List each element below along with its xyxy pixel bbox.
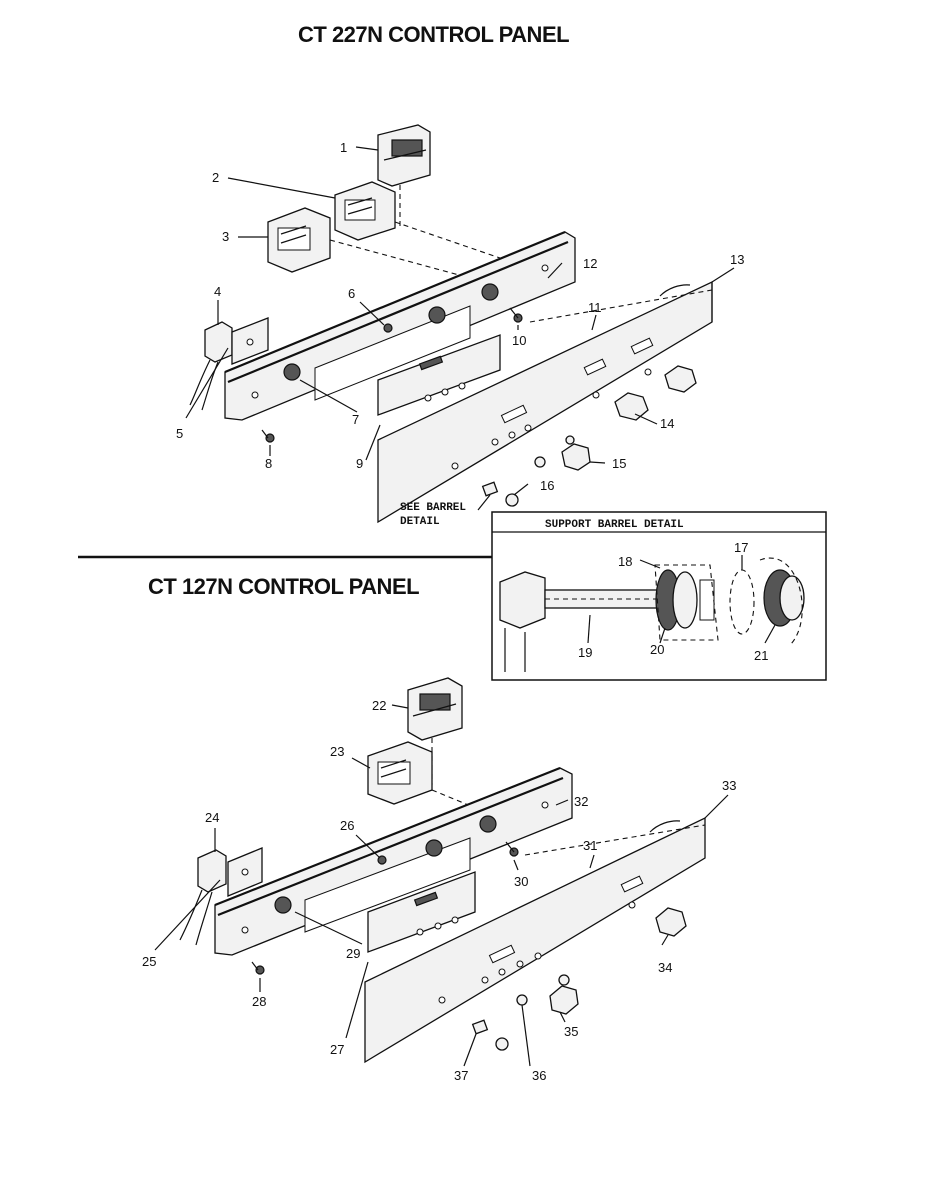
screw-part-8 (261, 429, 275, 443)
knob-part-34 (655, 907, 687, 937)
barrel-part-16 (481, 481, 519, 507)
part-number-labels: 1 2 3 4 5 6 7 8 9 10 11 12 13 14 15 16 1… (142, 140, 768, 1083)
screw-part-28 (251, 961, 265, 975)
diagram-title-ct227n: CT 227N CONTROL PANEL (298, 22, 570, 47)
timer-part-1 (377, 124, 431, 187)
timer-part-22 (407, 677, 463, 741)
label-part-16: 16 (540, 478, 554, 493)
switch-part-23 (367, 741, 433, 805)
leader-lines-bottom (154, 704, 729, 1067)
barrel-part-37 (471, 1019, 489, 1035)
label-part-28: 28 (252, 994, 266, 1009)
label-part-22: 22 (372, 698, 386, 713)
label-part-21: 21 (754, 648, 768, 663)
label-part-1: 1 (340, 140, 347, 155)
label-part-24: 24 (205, 810, 219, 825)
control-bracket-part-12 (224, 230, 576, 421)
support-barrel-detail-header: SUPPORT BARREL DETAIL (545, 519, 684, 531)
label-part-19: 19 (578, 645, 592, 660)
label-part-9: 9 (356, 456, 363, 471)
label-part-33: 33 (722, 778, 736, 793)
label-part-2: 2 (212, 170, 219, 185)
label-part-13: 13 (730, 252, 744, 267)
label-part-27: 27 (330, 1042, 344, 1057)
label-part-5: 5 (176, 426, 183, 441)
front-panel-part-11 (377, 280, 713, 524)
knob-part-21 (759, 557, 805, 646)
label-part-18: 18 (618, 554, 632, 569)
label-part-10: 10 (512, 333, 526, 348)
switch-part-2 (334, 181, 396, 241)
label-part-12: 12 (583, 256, 597, 271)
barrel-part-20 (655, 569, 715, 631)
support-barrel-detail-box: SUPPORT BARREL DETAIL (491, 511, 827, 681)
label-part-37: 37 (454, 1068, 468, 1083)
label-part-17: 17 (734, 540, 748, 555)
see-barrel-note-line2: DETAIL (400, 516, 440, 528)
nut-part-36 (495, 994, 528, 1051)
screw-part-10 (509, 307, 523, 323)
label-part-26: 26 (340, 818, 354, 833)
label-part-7: 7 (352, 412, 359, 427)
ct127n-assembly (154, 677, 729, 1067)
mounting-plate-part-24b (227, 847, 263, 897)
label-part-14: 14 (660, 416, 674, 431)
label-part-31: 31 (583, 838, 597, 853)
label-part-8: 8 (265, 456, 272, 471)
overlay-part-9 (377, 334, 501, 416)
label-part-15: 15 (612, 456, 626, 471)
label-part-34: 34 (658, 960, 672, 975)
ct227n-assembly: SEE BARREL DETAIL (185, 124, 735, 528)
knob-part-35 (549, 974, 579, 1015)
label-part-20: 20 (650, 642, 664, 657)
label-part-23: 23 (330, 744, 344, 759)
overlay-part-29 (367, 871, 476, 953)
label-part-36: 36 (532, 1068, 546, 1083)
bracket-end-detail (499, 571, 546, 672)
label-part-32: 32 (574, 794, 588, 809)
leader-lines-top (185, 146, 735, 496)
control-bracket-part-32 (214, 766, 573, 956)
label-part-35: 35 (564, 1024, 578, 1039)
label-part-11: 11 (588, 300, 602, 315)
switch-part-3 (267, 207, 331, 273)
label-part-30: 30 (514, 874, 528, 889)
see-barrel-note-line1: SEE BARREL (400, 502, 466, 514)
shaft-part-19 (544, 589, 661, 609)
label-part-6: 6 (348, 286, 355, 301)
barrel-outline-part-18 (654, 564, 719, 641)
label-part-3: 3 (222, 229, 229, 244)
mounting-plate-part-5 (231, 317, 269, 365)
diagram-title-ct127n: CT 127N CONTROL PANEL (148, 574, 420, 599)
label-part-4: 4 (214, 284, 221, 299)
screw-part-30 (505, 841, 519, 857)
knob-part-14 (614, 365, 697, 421)
label-part-25: 25 (142, 954, 156, 969)
label-part-29: 29 (346, 946, 360, 961)
knob-part-15 (534, 435, 591, 471)
front-panel-part-31 (364, 816, 706, 1064)
